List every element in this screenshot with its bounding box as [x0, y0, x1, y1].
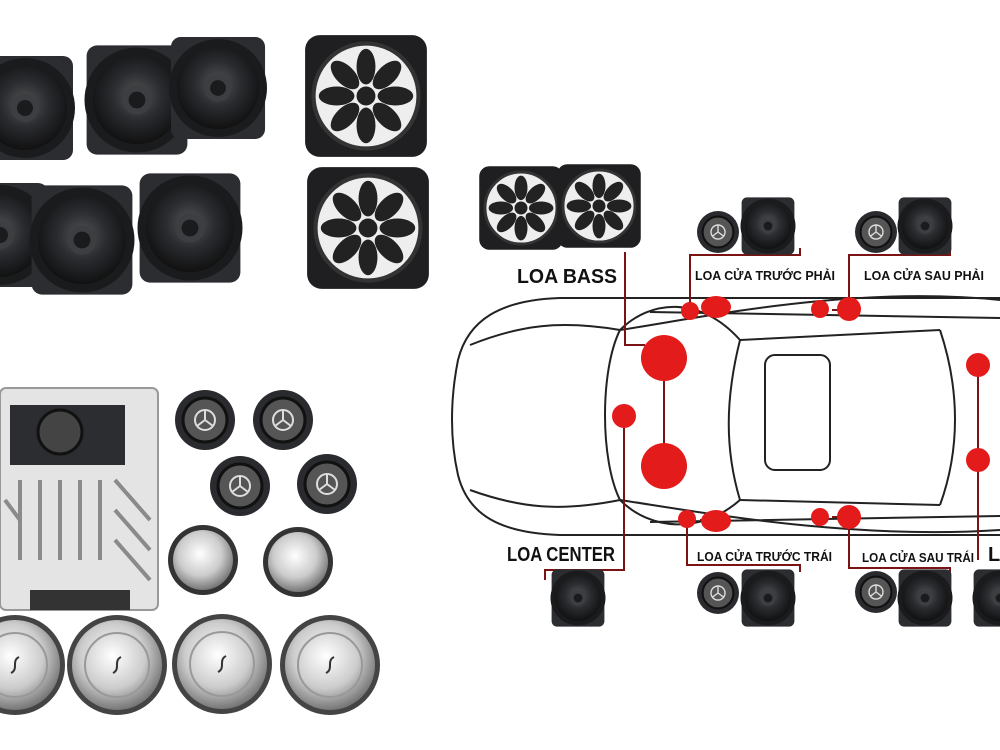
- rear-left-woofer-dot: [837, 505, 861, 529]
- silver-speaker-group: [0, 613, 381, 716]
- bass-speaker-grill: [305, 35, 427, 157]
- rear-left-woofer: [897, 569, 953, 627]
- center-dot: [612, 404, 636, 428]
- rear-right-tweeter: [853, 209, 899, 255]
- front-right-tweeter-dot: [681, 302, 699, 320]
- rear-left-tweeter: [853, 569, 899, 615]
- label-front-left: LOA CỬA TRƯỚC TRÁI: [697, 549, 832, 564]
- door-speaker: [29, 185, 135, 295]
- sunroof: [764, 354, 831, 471]
- bass-dot: [641, 335, 687, 381]
- label-rear-left: LOA CỬA SAU TRÁI: [862, 550, 974, 565]
- rear-right-woofer: [897, 197, 953, 255]
- label-front-right: LOA CỬA TRƯỚC PHẢI: [695, 268, 835, 283]
- car-outline: [451, 295, 1000, 536]
- label-center: LOA CENTER: [507, 544, 615, 566]
- rear-dot: [966, 448, 990, 472]
- rear-right-woofer-dot: [837, 297, 861, 321]
- speaker-locations: [612, 296, 990, 532]
- rear-left-tweeter-dot: [811, 508, 829, 526]
- label-rear-partial: L: [988, 544, 1000, 566]
- fan-icon: [36, 408, 84, 456]
- door-speakers-group: [0, 37, 267, 295]
- bass-grill-small: [477, 164, 565, 252]
- front-left-tweeter: [695, 570, 741, 616]
- bass-grill-group: [305, 35, 429, 289]
- label-bass: LOA BASS: [517, 266, 617, 288]
- front-left-woofer-dot: [701, 510, 731, 532]
- front-right-woofer: [740, 197, 796, 255]
- front-left-tweeter-dot: [678, 510, 696, 528]
- front-right-woofer-dot: [701, 296, 731, 318]
- label-rear-right: LOA CỬA SAU PHẢI: [864, 268, 984, 283]
- bass-speaker-grill: [307, 167, 429, 289]
- center-speaker: [550, 569, 606, 627]
- rear-speaker-partial: [972, 569, 1000, 627]
- bass-dot: [641, 443, 687, 489]
- door-speaker: [0, 56, 75, 160]
- tweeter-group: [168, 388, 359, 597]
- rear-dot: [966, 353, 990, 377]
- bass-grill-small: [555, 162, 643, 250]
- rear-right-tweeter-dot: [811, 300, 829, 318]
- front-left-woofer: [740, 569, 796, 627]
- door-speaker: [169, 37, 267, 139]
- door-speaker: [137, 173, 243, 283]
- amplifier: [0, 387, 159, 611]
- front-right-tweeter: [695, 209, 741, 255]
